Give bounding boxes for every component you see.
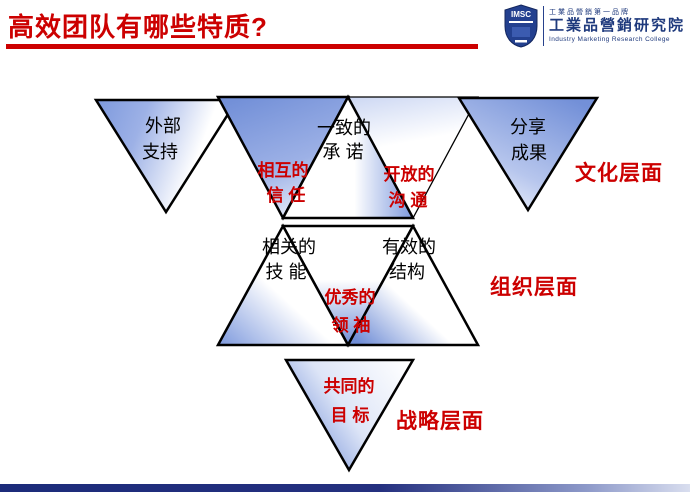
logo-name: 工業品營銷研究院 — [548, 17, 685, 34]
triangle-effective-structure — [345, 223, 481, 347]
label-external-support-line1: 外部 — [145, 116, 181, 136]
label-effective-structure-line2: 结构 — [389, 262, 425, 282]
logo-divider — [542, 6, 544, 46]
triangle-share-results — [456, 96, 600, 213]
slide-footer-bar — [0, 484, 690, 492]
label-open-communication-line1: 开放的 — [384, 164, 435, 184]
label-common-goal-line2: 目 标 — [331, 405, 370, 425]
title-underline — [6, 44, 478, 49]
shield-emblem — [511, 27, 530, 37]
logo-subtitle: Industry Marketing Research College — [548, 36, 670, 43]
label-effective-structure-line1: 有效的 — [382, 237, 436, 257]
shield-badge-text: IMSC — [511, 10, 531, 19]
shield-badge-icon: IMSC — [504, 4, 538, 48]
triangle-consistent-commitment — [280, 94, 416, 220]
label-share-results-line2: 成果 — [511, 143, 547, 163]
shield-band — [508, 21, 533, 23]
label-excellent-leader-line1: 优秀的 — [325, 287, 376, 307]
label-culture-level: 文化层面 — [575, 161, 663, 185]
label-common-goal-line1: 共同的 — [324, 376, 375, 396]
label-relevant-skills-line1: 相关的 — [262, 237, 316, 257]
shield-ribbon — [514, 40, 527, 43]
label-mutual-trust-line1: 相互的 — [258, 160, 309, 180]
label-relevant-skills-line2: 技 能 — [265, 262, 306, 282]
label-organization-level: 组织层面 — [490, 275, 578, 299]
triangle-common-goal — [283, 358, 416, 473]
logo-text-block: 工業品營銷第一品牌 工業品營銷研究院 Industry Marketing Re… — [549, 8, 685, 44]
logo-tagline: 工業品營銷第一品牌 — [548, 9, 630, 16]
label-open-communication-line2: 沟 通 — [389, 190, 428, 210]
page-title: 高效团队有哪些特质? — [8, 12, 268, 42]
label-share-results-line1: 分享 — [510, 117, 546, 137]
label-strategy-level: 战略层面 — [396, 409, 484, 433]
label-consistent-commitment-line1: 一致的 — [317, 118, 371, 138]
label-consistent-commitment-line2: 承 诺 — [322, 142, 363, 162]
triangle-relevant-skills — [215, 223, 351, 347]
label-mutual-trust-line2: 信 任 — [267, 185, 306, 205]
label-external-support-line2: 支持 — [142, 142, 178, 162]
institute-logo: IMSC 工業品營銷第一品牌 工業品營銷研究院 Industry Marketi… — [504, 4, 685, 48]
label-excellent-leader-line2: 领 袖 — [332, 315, 371, 335]
triangle-external-support — [93, 98, 240, 215]
